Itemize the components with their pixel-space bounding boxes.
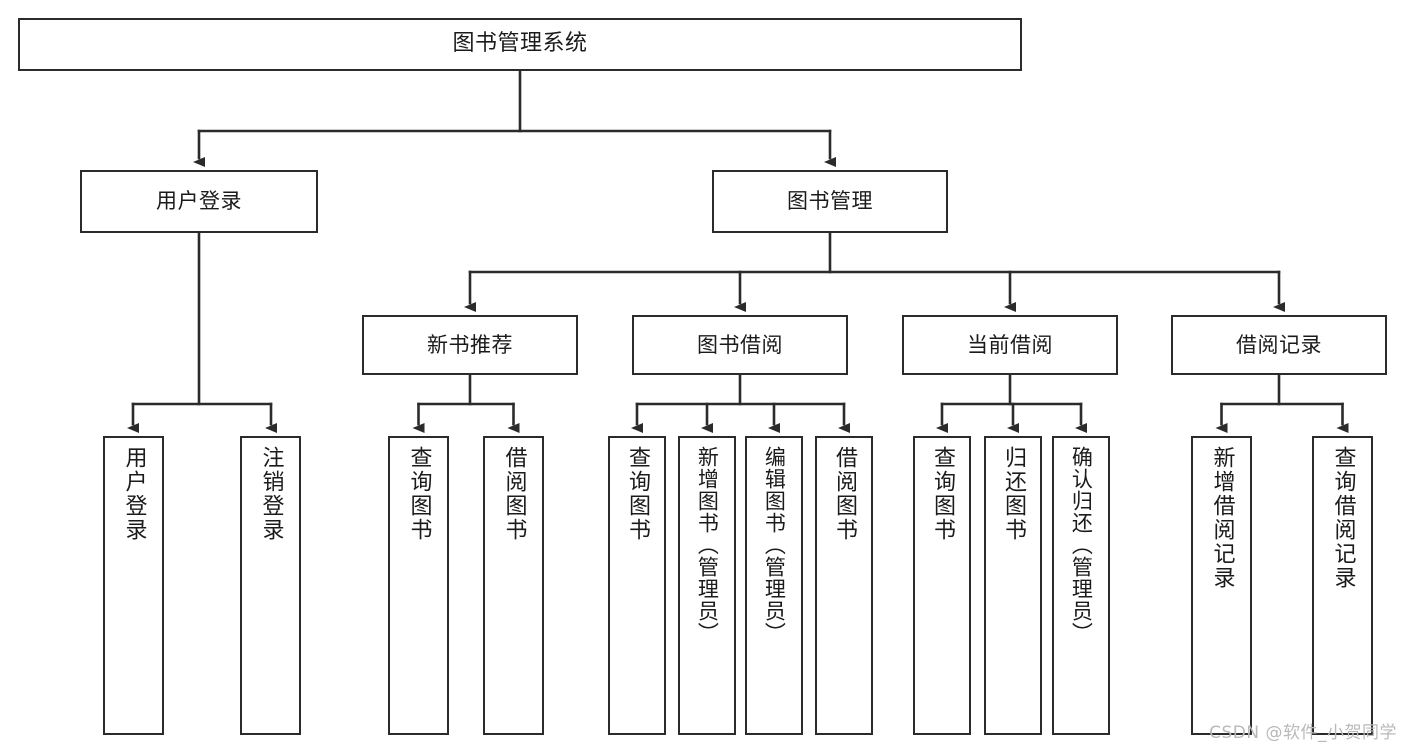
- node-leaf-borrow-books-1[interactable]: 借阅图书: [483, 436, 544, 735]
- node-leaf-query-books-1[interactable]: 查询图书: [388, 436, 449, 735]
- node-leaf-borrow-books-2[interactable]: 借阅图书: [815, 436, 873, 735]
- node-root[interactable]: 图书管理系统: [18, 18, 1022, 71]
- node-book-manage[interactable]: 图书管理: [712, 170, 948, 233]
- node-label: 归还图书: [1000, 446, 1026, 542]
- node-new-book-rec[interactable]: 新书推荐: [362, 315, 578, 375]
- node-leaf-query-record[interactable]: 查询借阅记录: [1312, 436, 1373, 735]
- node-leaf-query-books-3[interactable]: 查询图书: [913, 436, 971, 735]
- node-label: 查询图书: [624, 446, 650, 542]
- node-leaf-user-login[interactable]: 用户登录: [103, 436, 164, 735]
- node-label: 查询图书: [929, 446, 955, 542]
- node-leaf-confirm-return[interactable]: 确认归还（管理员）: [1052, 436, 1110, 735]
- node-label: 借阅记录: [1236, 332, 1322, 357]
- node-label: 新增借阅记录: [1209, 446, 1235, 590]
- node-book-borrow[interactable]: 图书借阅: [632, 315, 848, 375]
- node-label: 借阅图书: [831, 446, 857, 542]
- node-current-borrow[interactable]: 当前借阅: [902, 315, 1118, 375]
- node-label: 编辑图书（管理员）: [762, 446, 787, 644]
- node-label: 图书管理系统: [452, 31, 588, 57]
- node-label: 新书推荐: [427, 332, 513, 357]
- node-leaf-add-book[interactable]: 新增图书（管理员）: [678, 436, 736, 735]
- node-label: 图书管理: [787, 189, 873, 214]
- node-label: 注销登录: [258, 446, 284, 542]
- node-label: 新增图书（管理员）: [695, 446, 720, 644]
- node-label: 图书借阅: [697, 332, 783, 357]
- node-label: 确认归还（管理员）: [1069, 446, 1094, 644]
- node-leaf-edit-book[interactable]: 编辑图书（管理员）: [745, 436, 803, 735]
- node-label: 当前借阅: [967, 332, 1053, 357]
- node-label: 用户登录: [121, 446, 147, 542]
- node-label: 借阅图书: [501, 446, 527, 542]
- node-user-login[interactable]: 用户登录: [80, 170, 318, 233]
- node-leaf-add-record[interactable]: 新增借阅记录: [1191, 436, 1252, 735]
- node-label: 查询图书: [406, 446, 432, 542]
- node-label: 用户登录: [156, 189, 242, 214]
- node-borrow-record[interactable]: 借阅记录: [1171, 315, 1387, 375]
- node-leaf-logout[interactable]: 注销登录: [240, 436, 301, 735]
- node-leaf-return-books[interactable]: 归还图书: [984, 436, 1042, 735]
- node-label: 查询借阅记录: [1330, 446, 1356, 590]
- node-leaf-query-books-2[interactable]: 查询图书: [608, 436, 666, 735]
